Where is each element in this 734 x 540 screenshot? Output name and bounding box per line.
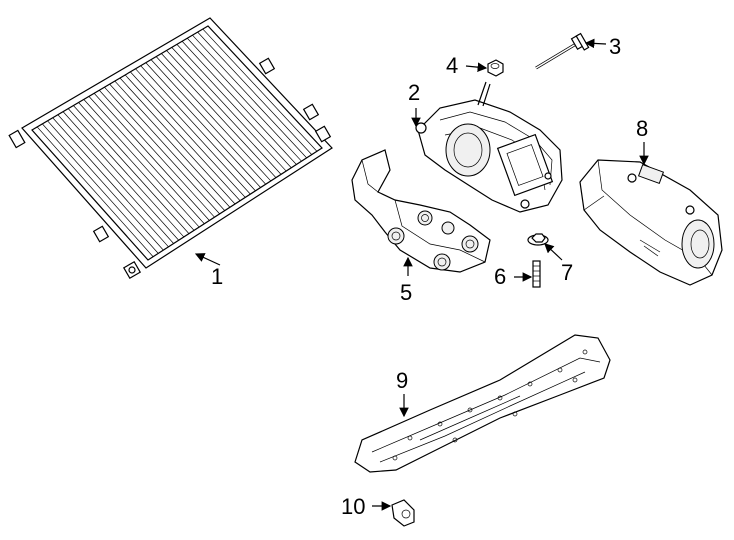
condenser-part [8,17,333,280]
callout-9: 9 [396,368,408,393]
callout-7: 7 [561,260,573,285]
compressor-bracket-part [351,149,491,273]
clip-part [391,499,415,527]
callout-4: 4 [446,53,458,78]
skid-shield-part [354,334,611,473]
callout-5: 5 [400,280,412,305]
callout-10: 10 [341,494,365,519]
callout-labels: 1 2 3 4 5 6 7 8 9 10 [211,34,648,519]
callout-3: 3 [609,34,621,59]
washer-nut-part [527,233,549,246]
compressor-part [415,81,563,213]
leader-lines [194,38,649,511]
stud-part [532,260,541,288]
callout-8: 8 [636,116,648,141]
compressor-cover-part [579,159,723,286]
callout-1: 1 [211,264,223,289]
bolt-part [535,32,590,70]
nut-part [487,59,504,77]
callout-2: 2 [408,80,420,105]
callout-6: 6 [494,264,506,289]
